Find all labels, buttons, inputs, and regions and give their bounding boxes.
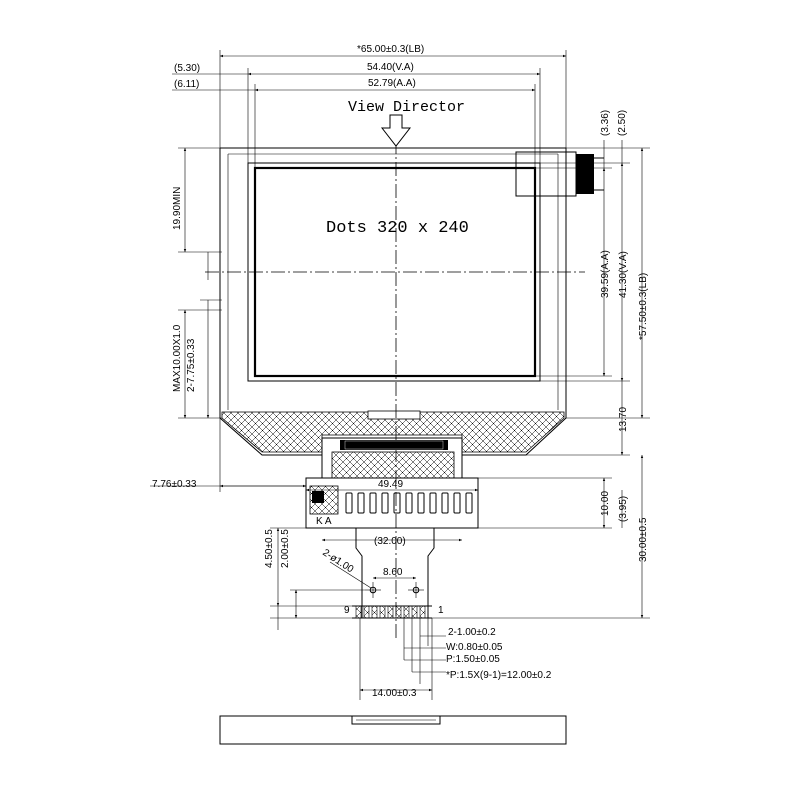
ka-label: K A bbox=[316, 516, 332, 527]
dim-pin-w: W:0.80±0.05 bbox=[446, 642, 503, 653]
connector-pin bbox=[403, 605, 410, 619]
dots-resolution-label: Dots 320 x 240 bbox=[326, 219, 469, 238]
connector-pin bbox=[379, 605, 386, 619]
fpc-pad bbox=[345, 492, 353, 514]
dim-overall-height: *57.50±0.3(LB) bbox=[638, 273, 649, 340]
connector-pin bbox=[355, 605, 362, 619]
dim-aa-width: 52.79(A.A) bbox=[368, 78, 416, 89]
fpc-pad bbox=[381, 492, 389, 514]
fpc-pad bbox=[357, 492, 365, 514]
dim-slot-2-75: 2-7.75±0.33 bbox=[186, 338, 197, 392]
hatched-seal-area bbox=[221, 410, 565, 453]
dim-pin-width: 2-1.00±0.2 bbox=[448, 627, 496, 638]
fpc-pad bbox=[465, 492, 473, 514]
fpc-pad bbox=[393, 492, 401, 514]
fpc-pad bbox=[417, 492, 425, 514]
dim-pin-total: *P:1.5X(9-1)=12.00±0.2 bbox=[446, 670, 552, 681]
dim-aa-height: 39.59(A.A) bbox=[600, 250, 611, 298]
pin-1-label: 1 bbox=[438, 605, 444, 616]
connector-pin bbox=[419, 605, 426, 619]
dimension-labels: *65.00±0.3(LB) 54.40(V.A) 52.79(A.A) (5.… bbox=[152, 44, 649, 699]
dim-4-50: 4.50±0.5 bbox=[264, 529, 275, 568]
dim-2-00: 2.00±0.5 bbox=[280, 529, 291, 568]
fpc-pad bbox=[369, 492, 377, 514]
dim-3-95: (3.95) bbox=[618, 496, 629, 522]
dim-10-00: 10.00 bbox=[600, 491, 611, 516]
dim-overall-width: *65.00±0.3(LB) bbox=[357, 44, 424, 55]
fpc-pad bbox=[429, 492, 437, 514]
dim-fpc-width: 14.00±0.3 bbox=[372, 688, 417, 699]
fpc-pad bbox=[405, 492, 413, 514]
dim-7-76: 7.76±0.33 bbox=[152, 479, 197, 490]
dim-30-00: 30.00±0.5 bbox=[638, 517, 649, 562]
ic-and-connector bbox=[321, 437, 463, 479]
dim-49-49: 49.49 bbox=[378, 479, 403, 490]
connector-pin bbox=[387, 605, 394, 619]
module-outline bbox=[219, 147, 567, 456]
dim-hole-dia: 2-ø1.00 bbox=[320, 547, 355, 575]
view-director-label: View Director bbox=[348, 99, 465, 116]
dim-offset-aa: (6.11) bbox=[174, 79, 199, 90]
connector-pin bbox=[371, 605, 378, 619]
dim-va-height: 41.30(V.A) bbox=[618, 251, 629, 298]
connector-pin bbox=[363, 605, 370, 619]
fpc-tail bbox=[352, 528, 435, 619]
corner-tab bbox=[515, 151, 604, 197]
fpc-pad bbox=[453, 492, 461, 514]
dim-13-70: 13.70 bbox=[618, 407, 629, 432]
dimension-lines bbox=[150, 50, 650, 700]
connector-pin bbox=[411, 605, 418, 619]
dim-min-19-90: 19.90MIN bbox=[172, 187, 183, 230]
fpc-pad bbox=[441, 492, 449, 514]
dim-top-offset-1: (3.36) bbox=[600, 110, 611, 136]
side-view bbox=[219, 715, 567, 745]
pin-9-label: 9 bbox=[344, 605, 350, 616]
view-direction-arrow-icon bbox=[380, 114, 412, 147]
dim-top-offset-2: (2.50) bbox=[617, 110, 628, 136]
dim-pin-p: P:1.50±0.05 bbox=[446, 654, 500, 665]
dim-32-00: (32.00) bbox=[374, 536, 406, 547]
connector-pin bbox=[395, 605, 402, 619]
dim-offset-va: (5.30) bbox=[174, 63, 200, 74]
center-lines bbox=[205, 140, 585, 640]
dim-8-60: 8.60 bbox=[383, 567, 403, 578]
dim-va-width: 54.40(V.A) bbox=[367, 62, 414, 73]
dim-max-10: MAX10.00X1.0 bbox=[172, 324, 183, 392]
